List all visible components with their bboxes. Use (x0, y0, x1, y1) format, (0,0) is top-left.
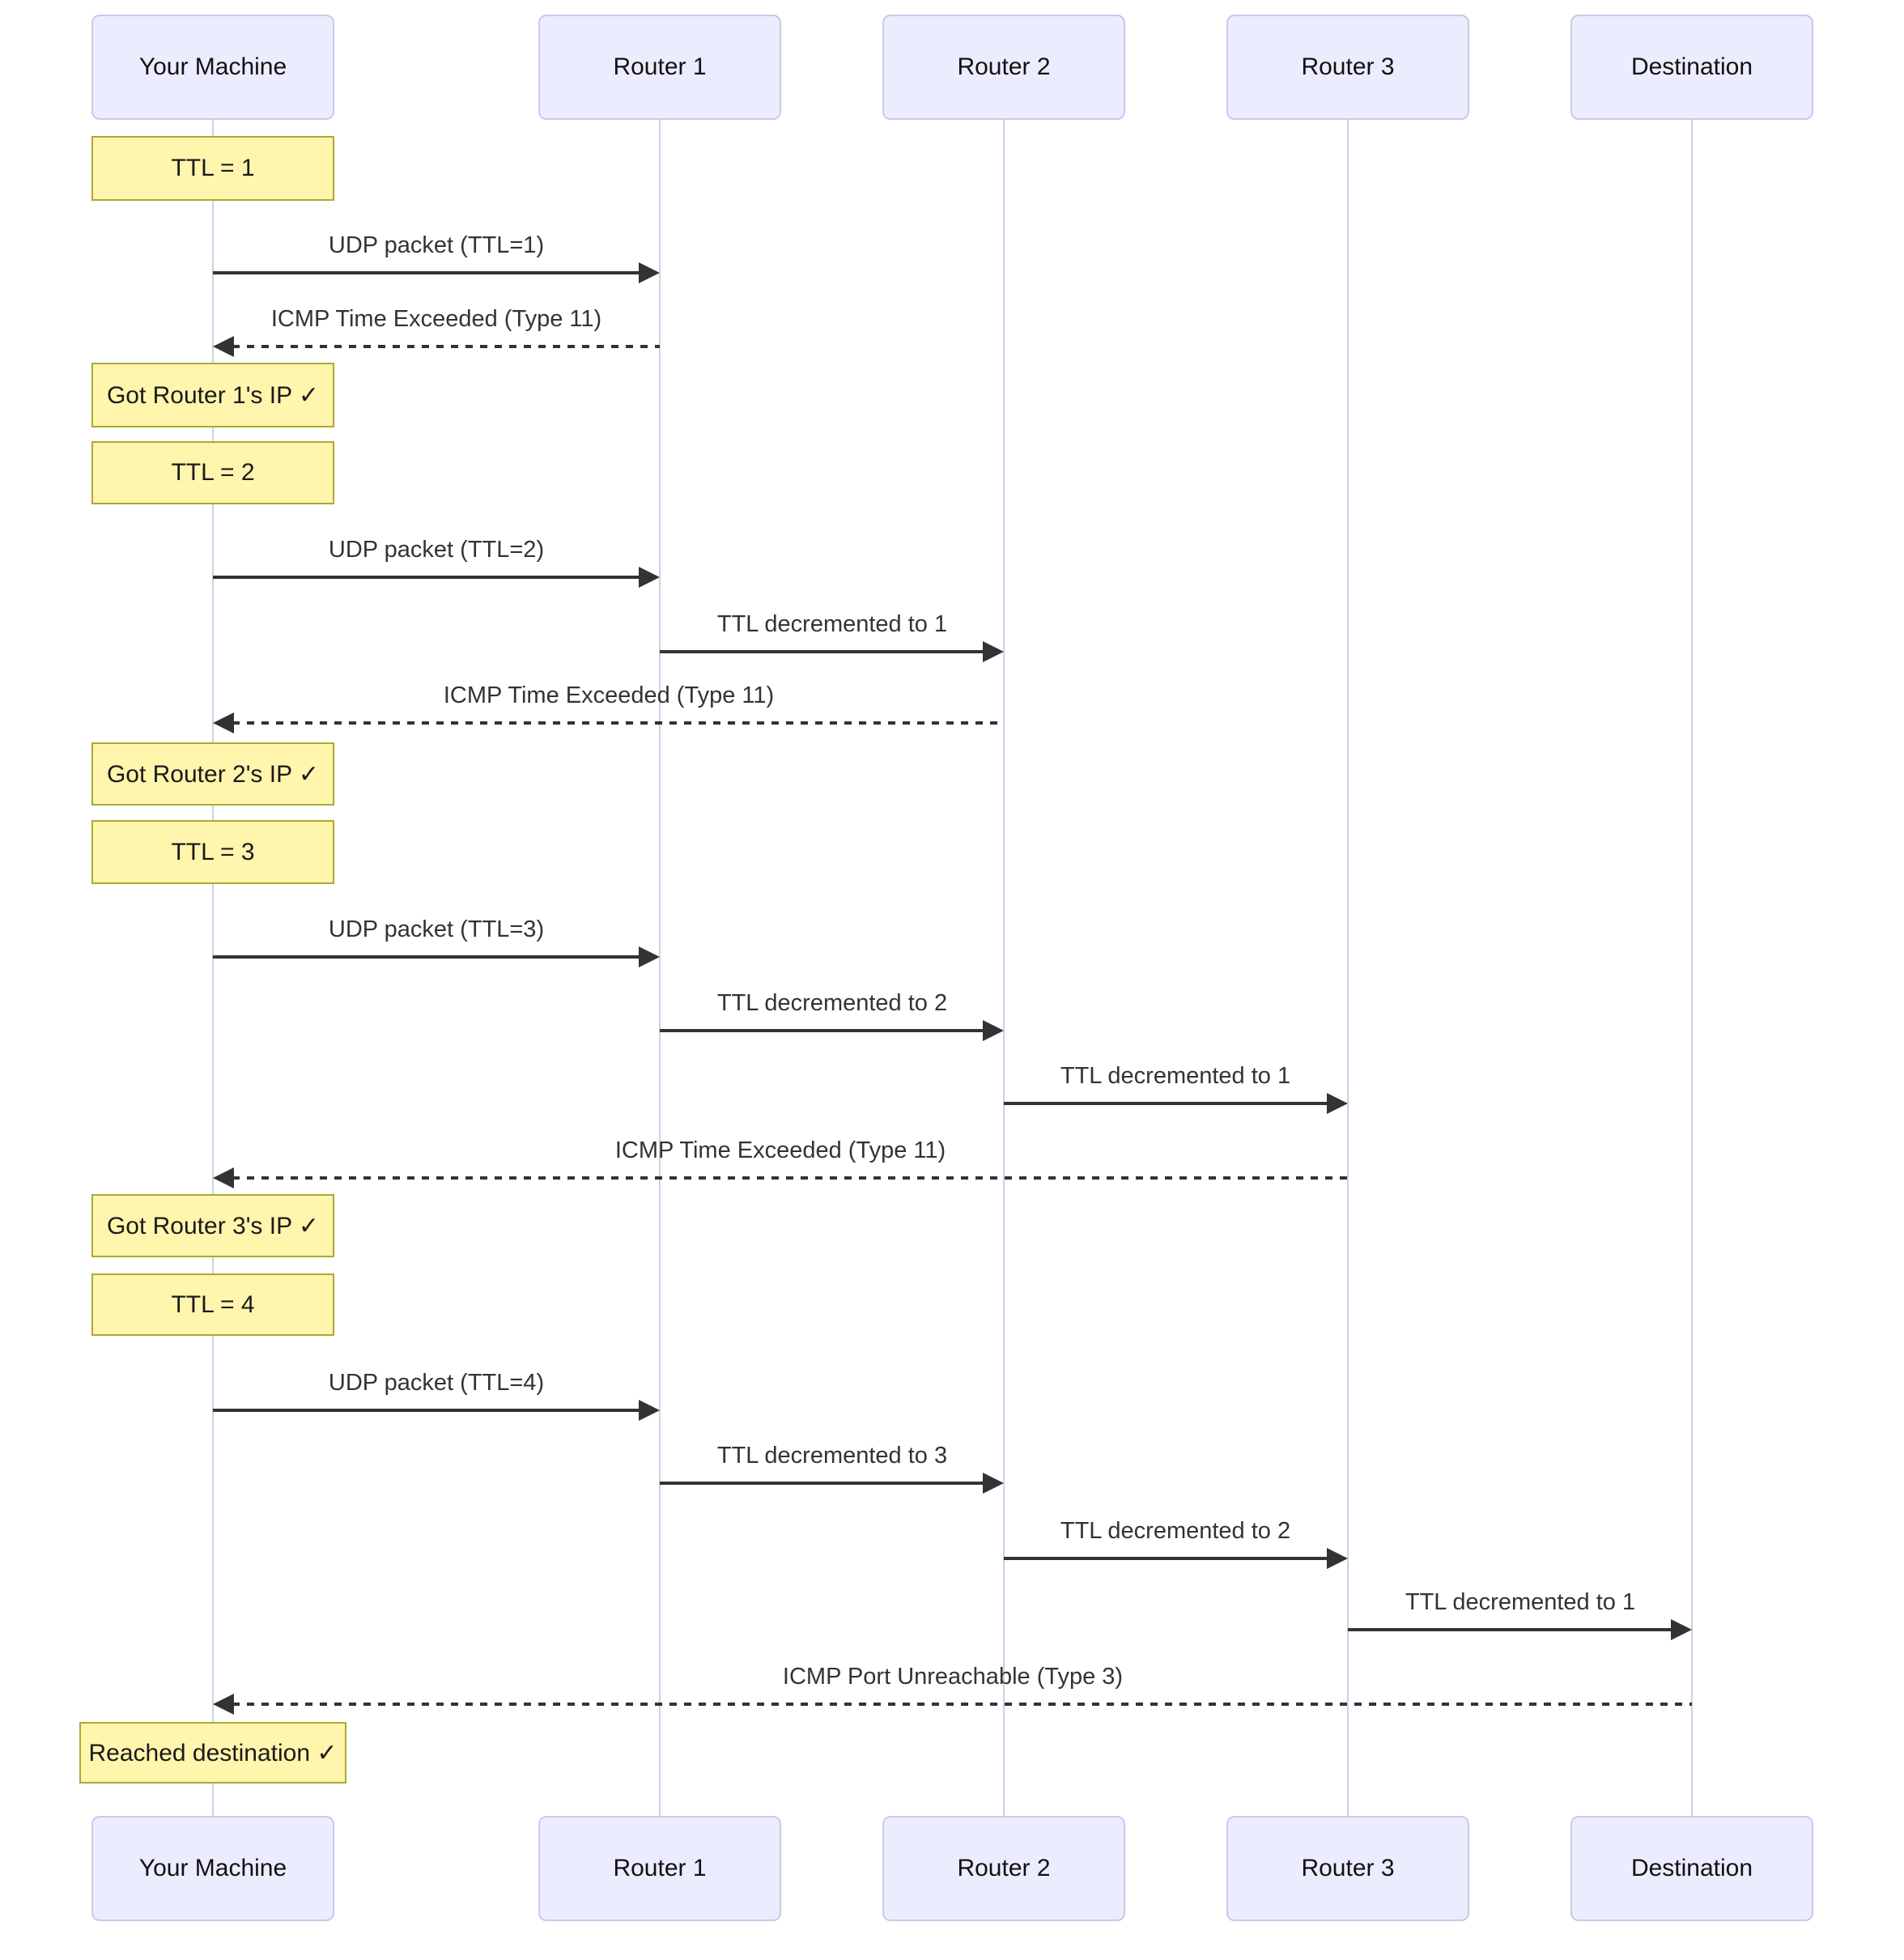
lifeline-destination (1691, 120, 1693, 1816)
arrowhead-right-icon (983, 1473, 1004, 1494)
lifeline-your-machine (212, 120, 214, 1816)
actor-label: Router 2 (957, 1855, 1051, 1881)
note-reached-destination: Reached destination ✓ (79, 1722, 346, 1784)
lifeline-router-2 (1003, 120, 1005, 1816)
note-text: Got Router 2's IP ✓ (106, 760, 320, 788)
actor-router-3-bottom: Router 3 (1226, 1816, 1469, 1921)
actor-destination-bottom: Destination (1570, 1816, 1813, 1921)
actor-label: Destination (1630, 53, 1753, 80)
arrowhead-left-icon (213, 1694, 234, 1715)
actor-router-2-bottom: Router 2 (882, 1816, 1125, 1921)
note-text: TTL = 2 (171, 459, 255, 486)
note-text: Reached destination ✓ (88, 1739, 338, 1767)
note-text: TTL = 1 (171, 155, 255, 181)
actor-destination-top: Destination (1570, 15, 1813, 120)
arrowhead-right-icon (639, 1400, 660, 1421)
message-line (232, 1703, 1692, 1706)
actor-router-1-top: Router 1 (538, 15, 781, 120)
message-label: TTL decremented to 2 (1060, 1518, 1291, 1544)
note-ttl-2: TTL = 2 (91, 441, 334, 504)
note-text: Got Router 1's IP ✓ (106, 381, 320, 409)
message-line (232, 1176, 1348, 1180)
message-label: ICMP Time Exceeded (Type 11) (614, 1137, 946, 1163)
arrowhead-right-icon (1327, 1093, 1348, 1114)
note-text: TTL = 3 (171, 838, 255, 865)
message-line (213, 576, 640, 579)
actor-your-machine-top: Your Machine (91, 15, 334, 120)
arrowhead-right-icon (1671, 1619, 1692, 1640)
message-label: TTL decremented to 1 (1060, 1063, 1291, 1089)
note-got-router-1-ip: Got Router 1's IP ✓ (91, 363, 334, 427)
note-ttl-3: TTL = 3 (91, 820, 334, 884)
note-ttl-1: TTL = 1 (91, 136, 334, 201)
message-line (1348, 1628, 1672, 1631)
arrowhead-left-icon (213, 1167, 234, 1188)
arrowhead-right-icon (983, 1020, 1004, 1041)
actor-label: Your Machine (138, 1855, 287, 1881)
note-got-router-3-ip: Got Router 3's IP ✓ (91, 1194, 334, 1257)
message-label: TTL decremented to 1 (716, 611, 948, 637)
note-text: Got Router 3's IP ✓ (106, 1212, 320, 1239)
message-line (1004, 1102, 1328, 1105)
arrowhead-right-icon (639, 946, 660, 967)
message-line (1004, 1557, 1328, 1560)
message-line (660, 650, 984, 653)
actor-router-3-top: Router 3 (1226, 15, 1469, 120)
note-got-router-2-ip: Got Router 2's IP ✓ (91, 742, 334, 806)
actor-label: Your Machine (138, 53, 287, 80)
arrowhead-right-icon (983, 641, 1004, 662)
lifeline-router-3 (1347, 120, 1349, 1816)
message-label: TTL decremented to 2 (716, 990, 948, 1016)
message-line (232, 721, 1004, 725)
arrowhead-right-icon (639, 262, 660, 283)
actor-label: Router 3 (1301, 53, 1395, 80)
message-label: UDP packet (TTL=4) (328, 1370, 545, 1396)
arrowhead-left-icon (213, 336, 234, 357)
note-ttl-4: TTL = 4 (91, 1273, 334, 1336)
message-line (232, 345, 660, 348)
message-label: UDP packet (TTL=1) (328, 232, 545, 258)
note-text: TTL = 4 (171, 1290, 255, 1318)
actor-your-machine-bottom: Your Machine (91, 1816, 334, 1921)
message-label: ICMP Time Exceeded (Type 11) (443, 682, 775, 708)
message-line (213, 1409, 640, 1412)
arrowhead-right-icon (639, 567, 660, 588)
message-label: UDP packet (TTL=2) (328, 537, 545, 563)
actor-label: Router 1 (613, 53, 707, 80)
lifeline-router-1 (659, 120, 661, 1816)
arrowhead-left-icon (213, 712, 234, 733)
message-label: TTL decremented to 3 (716, 1443, 948, 1469)
message-label: TTL decremented to 1 (1405, 1589, 1636, 1615)
actor-label: Router 1 (613, 1855, 707, 1881)
message-line (213, 271, 640, 274)
message-label: UDP packet (TTL=3) (328, 916, 545, 942)
message-label: ICMP Time Exceeded (Type 11) (270, 306, 602, 332)
message-line (213, 955, 640, 959)
actor-label: Router 2 (957, 53, 1051, 80)
actor-router-2-top: Router 2 (882, 15, 1125, 120)
actor-label: Destination (1630, 1855, 1753, 1881)
actor-label: Router 3 (1301, 1855, 1395, 1881)
actor-router-1-bottom: Router 1 (538, 1816, 781, 1921)
message-line (660, 1482, 984, 1485)
message-label: ICMP Port Unreachable (Type 3) (782, 1664, 1124, 1690)
arrowhead-right-icon (1327, 1548, 1348, 1569)
message-line (660, 1029, 984, 1032)
